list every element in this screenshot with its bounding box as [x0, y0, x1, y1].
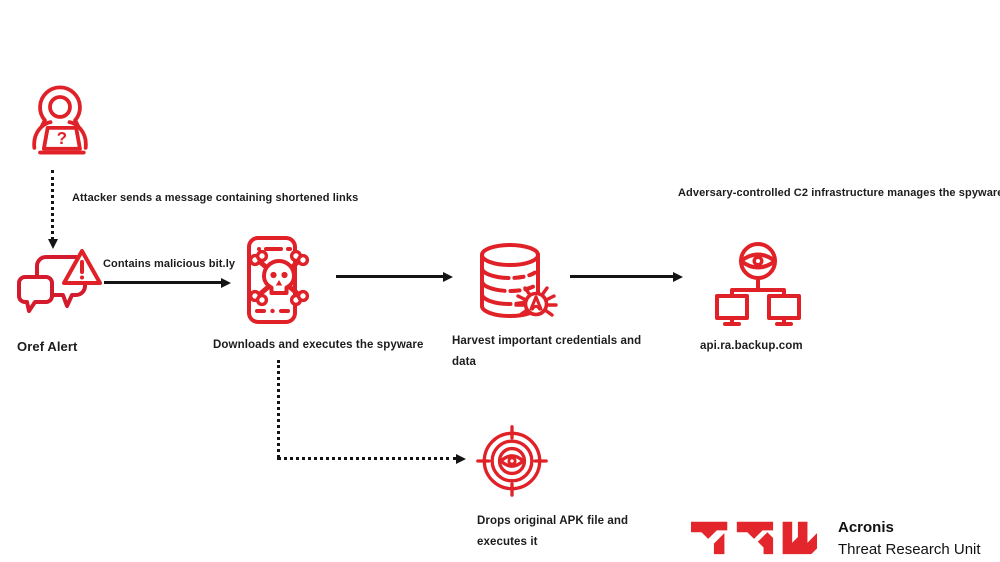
c2-domain-label: api.ra.backup.com: [700, 340, 803, 352]
oref-alert-label: Oref Alert: [17, 339, 78, 354]
phone-step-label: Downloads and executes the spyware: [213, 339, 424, 351]
database-bug-icon: [480, 243, 558, 318]
arrow-phone-to-target: [277, 453, 466, 464]
arrow-phone-to-database: [336, 275, 444, 278]
laptop-question-glyph: ?: [57, 129, 67, 148]
arrow-attacker-to-oref: [47, 170, 58, 249]
arrow-oref-to-phone: [104, 281, 222, 284]
chat-warning-icon: [17, 249, 102, 313]
surveillance-network-icon: [715, 242, 801, 326]
brand-company: Acronis: [838, 519, 894, 536]
smartphone-skull-icon: [247, 236, 310, 324]
arrow-database-to-c2: [570, 275, 674, 278]
malicious-link-label: Contains malicious bit.ly: [103, 258, 236, 270]
brand-text: Acronis Threat Research Unit: [838, 517, 981, 561]
harvest-step-label: Harvest important credentials and data: [452, 335, 642, 368]
target-eye-icon: [476, 425, 548, 497]
attacker-caption: Attacker sends a message containing shor…: [72, 192, 359, 204]
brand-unit: Threat Research Unit: [838, 541, 981, 558]
arrow-phone-down-segment: [277, 360, 280, 458]
tru-logo: [691, 521, 817, 555]
hooded-attacker-laptop-icon: ?: [32, 85, 88, 155]
drop-step-label: Drops original APK file and executes it: [477, 515, 629, 548]
c2-caption: Adversary-controlled C2 infrastructure m…: [678, 187, 1000, 199]
